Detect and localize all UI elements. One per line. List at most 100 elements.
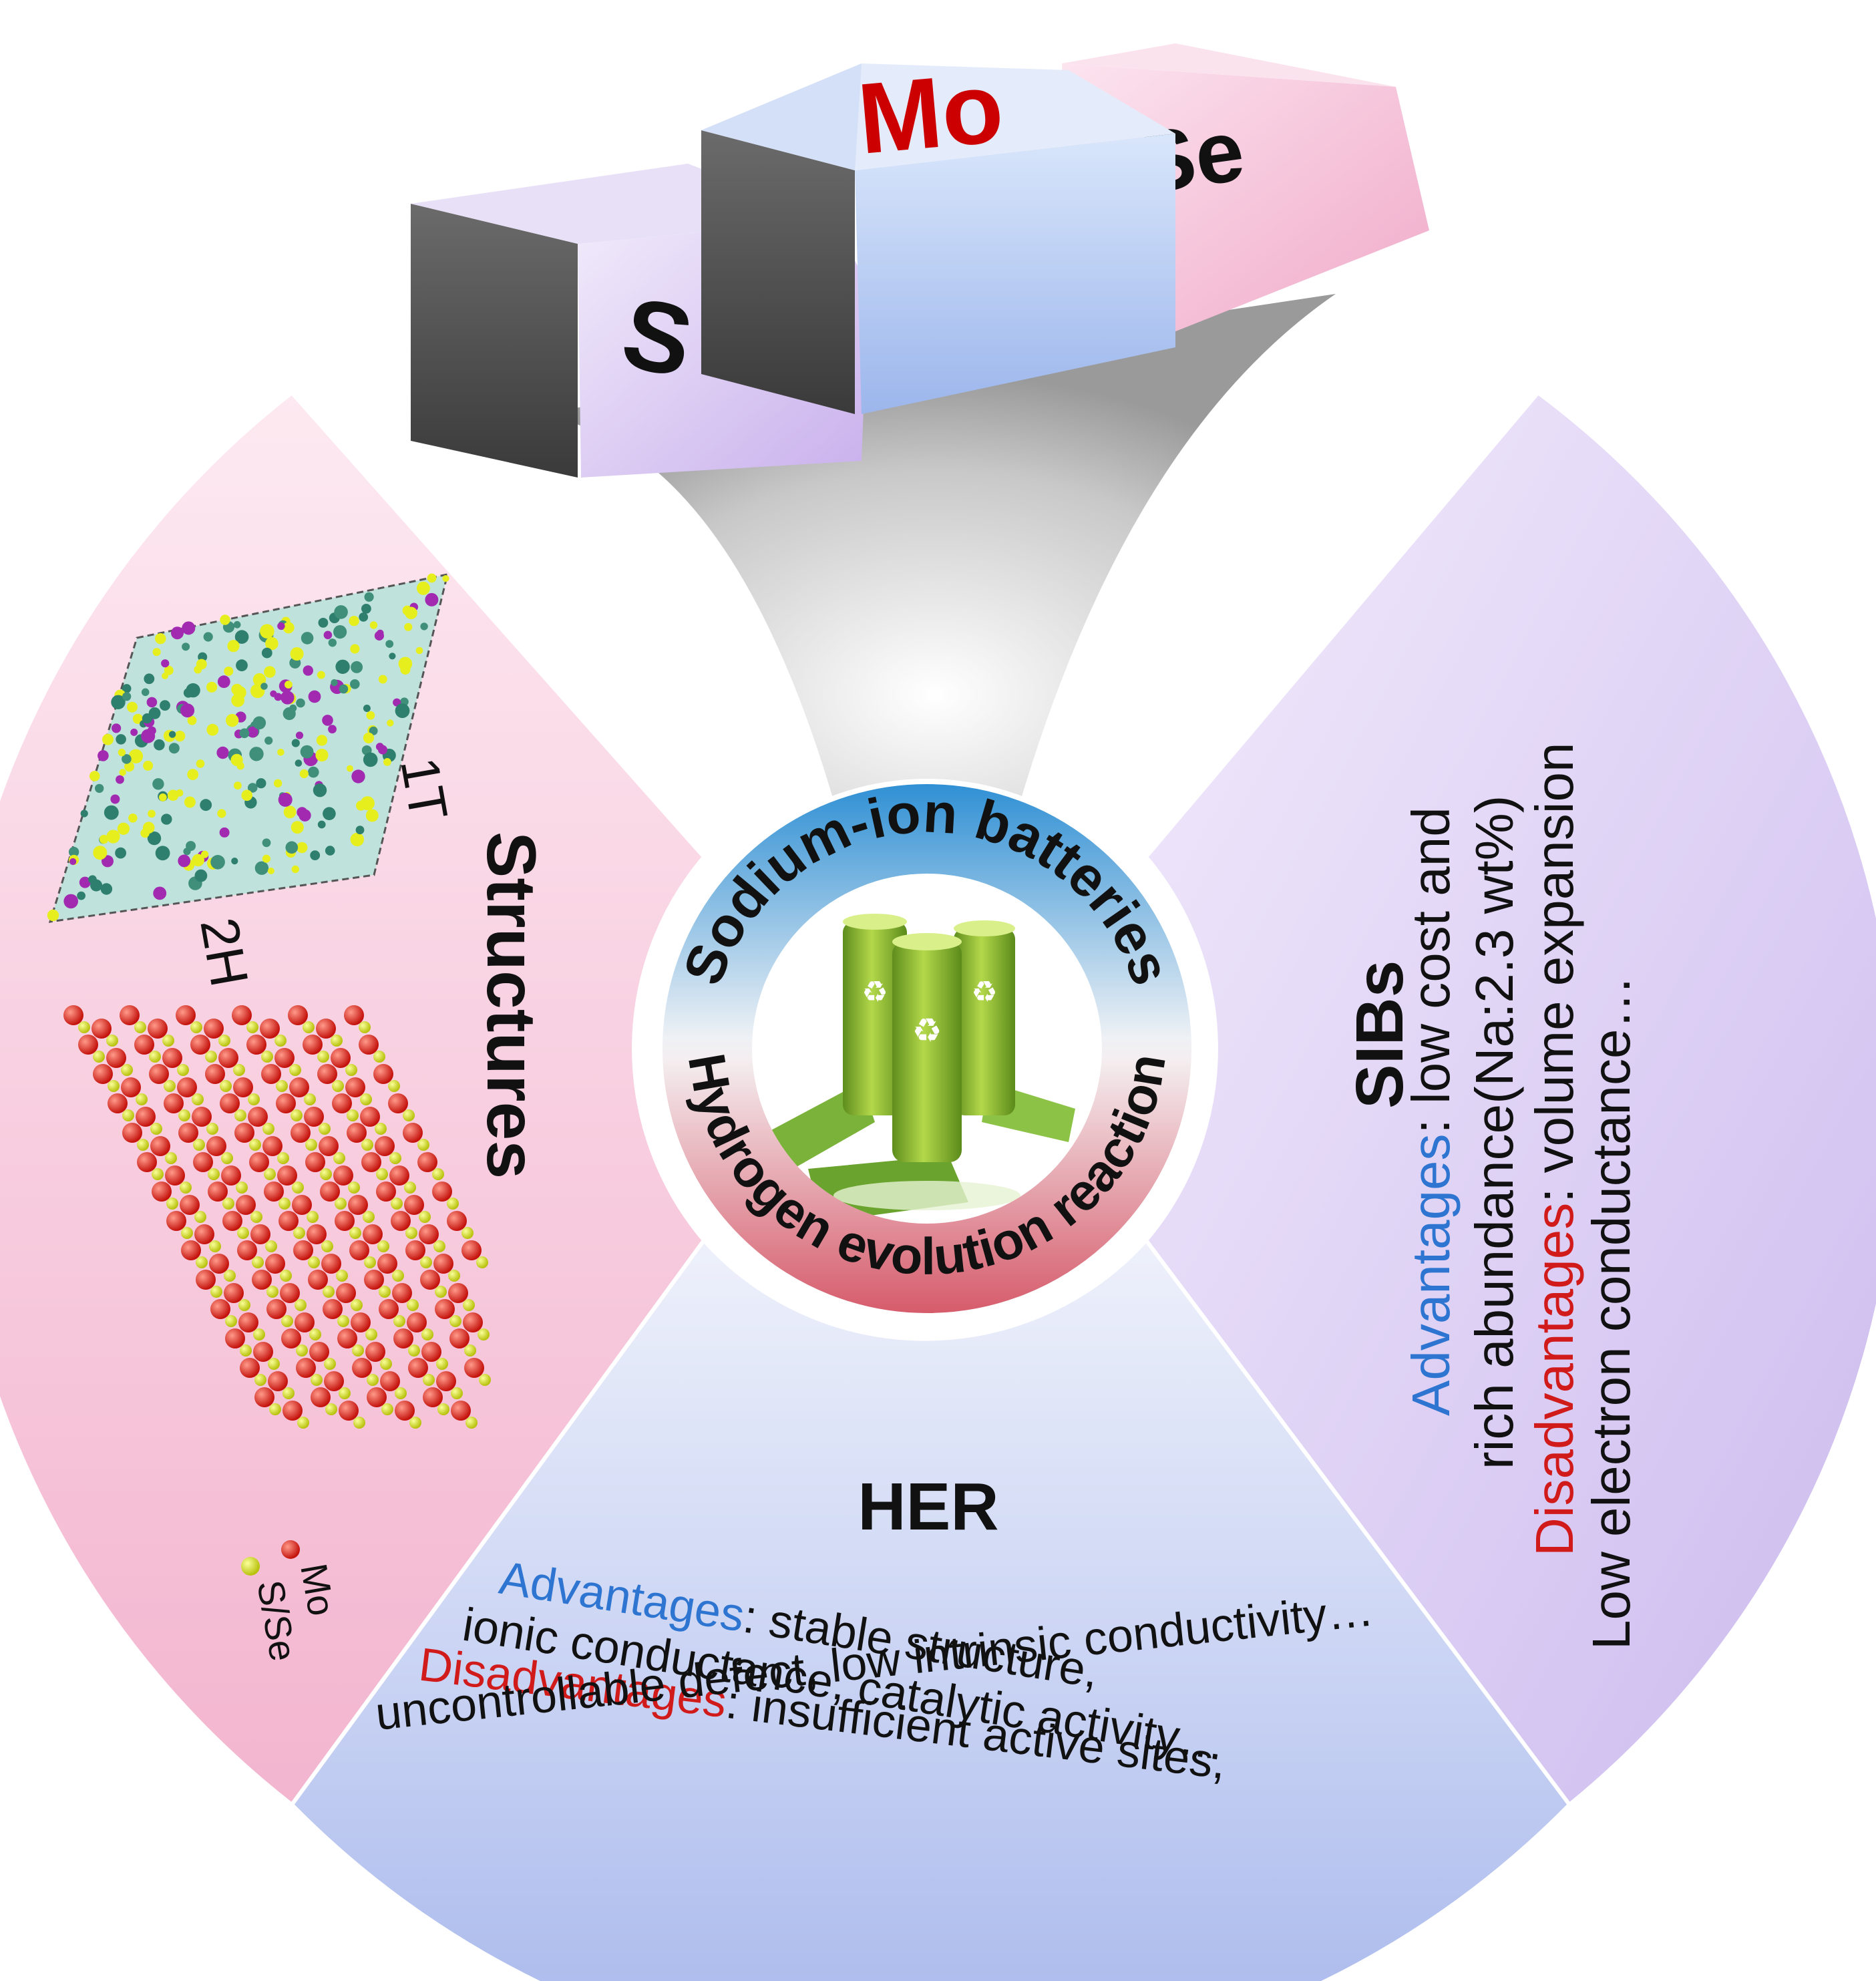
mo-atom <box>321 1254 341 1274</box>
lattice-atom <box>112 723 122 733</box>
sibs-content: SIBs Advantages: low cost and rich abund… <box>1342 742 1641 1650</box>
mo-atom <box>320 1182 340 1202</box>
lattice-atom <box>295 731 304 739</box>
s-atom <box>380 1358 392 1370</box>
s-atom <box>238 1299 250 1311</box>
mo-atom <box>204 1019 224 1039</box>
lattice-atom <box>310 850 321 860</box>
s-atom <box>351 1299 363 1311</box>
s-atom <box>479 1374 491 1386</box>
lattice-atom <box>233 620 241 628</box>
s-atom <box>339 1387 351 1399</box>
mo-atom <box>205 1064 225 1084</box>
s-atom <box>297 1417 309 1429</box>
mo-atom <box>305 1152 325 1172</box>
s-atom <box>337 1315 349 1327</box>
mo-atom <box>260 1019 280 1039</box>
lattice-atom <box>252 716 266 730</box>
lattice-atom <box>203 632 213 642</box>
mo-atom <box>240 1358 260 1378</box>
mo-atom <box>193 1152 213 1172</box>
s-atom <box>476 1256 488 1268</box>
lattice-atom <box>130 728 138 736</box>
mo-atom <box>180 1195 200 1215</box>
lattice-atom <box>285 681 293 689</box>
s-atom <box>206 1123 218 1135</box>
lattice-atom <box>224 667 234 676</box>
lattice-atom <box>99 834 109 844</box>
mo-atom <box>352 1358 372 1378</box>
mo-atom <box>249 1152 269 1172</box>
mo-atom <box>464 1358 484 1378</box>
lattice-atom <box>378 675 387 684</box>
lattice-atoms <box>47 573 449 922</box>
mo-atom <box>196 1270 216 1290</box>
s-atom <box>292 1182 304 1194</box>
mo-atom <box>421 1342 441 1362</box>
lattice-atom <box>325 846 335 856</box>
lattice-atom <box>227 640 240 653</box>
s-atom <box>240 1344 252 1357</box>
lattice-atom <box>155 633 166 645</box>
mo-atom <box>78 1035 98 1055</box>
lattice-atom <box>122 684 132 693</box>
s-atom <box>435 1286 447 1298</box>
lattice-atom <box>350 832 364 847</box>
lattice-atom <box>303 665 313 676</box>
mo-atom <box>373 1064 393 1084</box>
battery-center: ♻ <box>892 933 962 1162</box>
lattice-atom <box>63 894 78 909</box>
s-atom <box>320 1168 332 1180</box>
mo-atom <box>349 1240 369 1260</box>
mo-atom <box>304 1107 324 1127</box>
s-atom <box>289 1064 301 1076</box>
lattice-atom <box>194 869 208 882</box>
lattice-atom <box>260 683 268 690</box>
s-atom <box>164 1080 176 1092</box>
s-atom <box>246 1021 258 1033</box>
mo-atom <box>335 1211 355 1231</box>
mo-atom <box>233 1077 253 1097</box>
s-atom <box>196 1256 208 1268</box>
sibs-adv-line2: rich abundance(Na:2.3 wt%) <box>1465 795 1524 1469</box>
lattice-atom <box>226 713 239 727</box>
mo-atom <box>307 1224 327 1244</box>
mo-atom <box>461 1240 482 1260</box>
sibs-dis-label: Disadvantages <box>1525 1203 1584 1556</box>
mo-atom <box>435 1299 455 1319</box>
sibs-sector <box>1143 389 1876 1808</box>
lattice-atom <box>164 665 174 675</box>
mo-atom <box>277 1165 297 1186</box>
lattice-atom <box>395 703 410 719</box>
s-atom <box>309 1328 321 1340</box>
s-atom <box>417 1139 429 1151</box>
lattice-atom <box>299 769 309 779</box>
mo-atom <box>280 1283 300 1303</box>
lattice-atom <box>317 671 325 679</box>
lattice-atom <box>264 666 276 678</box>
lattice-atom <box>350 679 360 689</box>
lattice-atom <box>231 683 243 695</box>
lattice-atom <box>270 690 277 697</box>
s-atom <box>152 1168 164 1180</box>
lattice-atom <box>116 734 126 745</box>
mo-atom <box>178 1123 198 1143</box>
lattice-atom <box>119 769 126 776</box>
lattice-atom <box>323 631 333 640</box>
lattice-atom <box>315 749 329 762</box>
s-atom <box>178 1109 190 1121</box>
lattice-atom <box>154 739 165 751</box>
mo-atom <box>319 1136 339 1156</box>
s-atom <box>249 1139 261 1151</box>
s-atom <box>268 1358 280 1370</box>
mo-atom <box>331 1048 351 1068</box>
mo-atom <box>134 1035 154 1055</box>
lattice-atom <box>369 726 378 735</box>
s-atom <box>283 1387 295 1399</box>
lattice-atom <box>289 704 297 712</box>
mo-atom <box>278 1211 299 1231</box>
s-atom <box>331 1035 343 1047</box>
mo-atom <box>345 1077 365 1097</box>
s-atom <box>264 1168 276 1180</box>
lattice-atom <box>161 814 172 825</box>
